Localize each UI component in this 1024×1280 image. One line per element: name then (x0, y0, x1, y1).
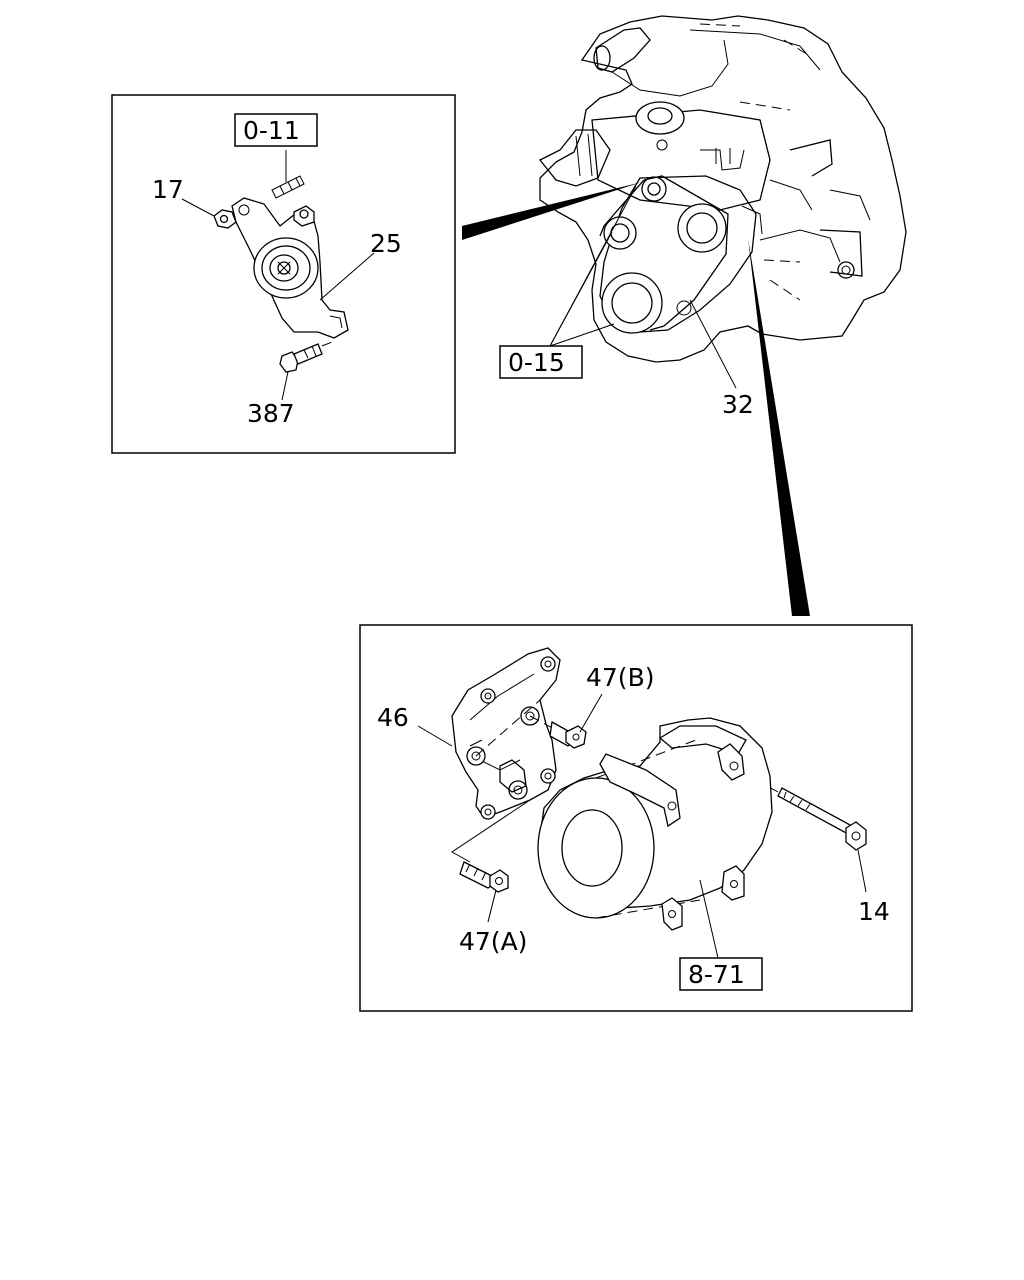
label-47a: 47(A) (459, 927, 527, 956)
reference-0-11[interactable]: 0-11 (234, 113, 318, 147)
ac-compressor (537, 717, 773, 931)
label-46: 46 (377, 703, 409, 732)
idler-assembly (213, 175, 349, 373)
label-32: 32 (722, 390, 754, 419)
bolt (279, 341, 333, 373)
reference-8-71-text: 8-71 (688, 960, 745, 989)
reference-0-15-text: 0-15 (508, 348, 565, 377)
nut (213, 209, 237, 229)
idler-inset-frame (111, 94, 456, 454)
callout-pointers (462, 182, 810, 616)
bolt-47a (459, 861, 509, 893)
label-14: 14 (858, 897, 890, 926)
reference-8-71[interactable]: 8-71 (679, 957, 763, 991)
reference-0-15[interactable]: 0-15 (499, 345, 583, 379)
bolt-47b (549, 720, 587, 749)
idler-pulley (253, 237, 319, 299)
compressor-bracket (451, 647, 561, 820)
stud (271, 175, 305, 199)
engine-assembly (538, 15, 907, 363)
reference-0-11-text: 0-11 (243, 116, 300, 145)
label-25: 25 (370, 229, 402, 258)
compressor-inset-frame (359, 624, 913, 1012)
compressor-assembly (451, 647, 867, 931)
label-17: 17 (152, 175, 184, 204)
label-387: 387 (247, 399, 295, 428)
label-47b: 47(B) (586, 663, 654, 692)
